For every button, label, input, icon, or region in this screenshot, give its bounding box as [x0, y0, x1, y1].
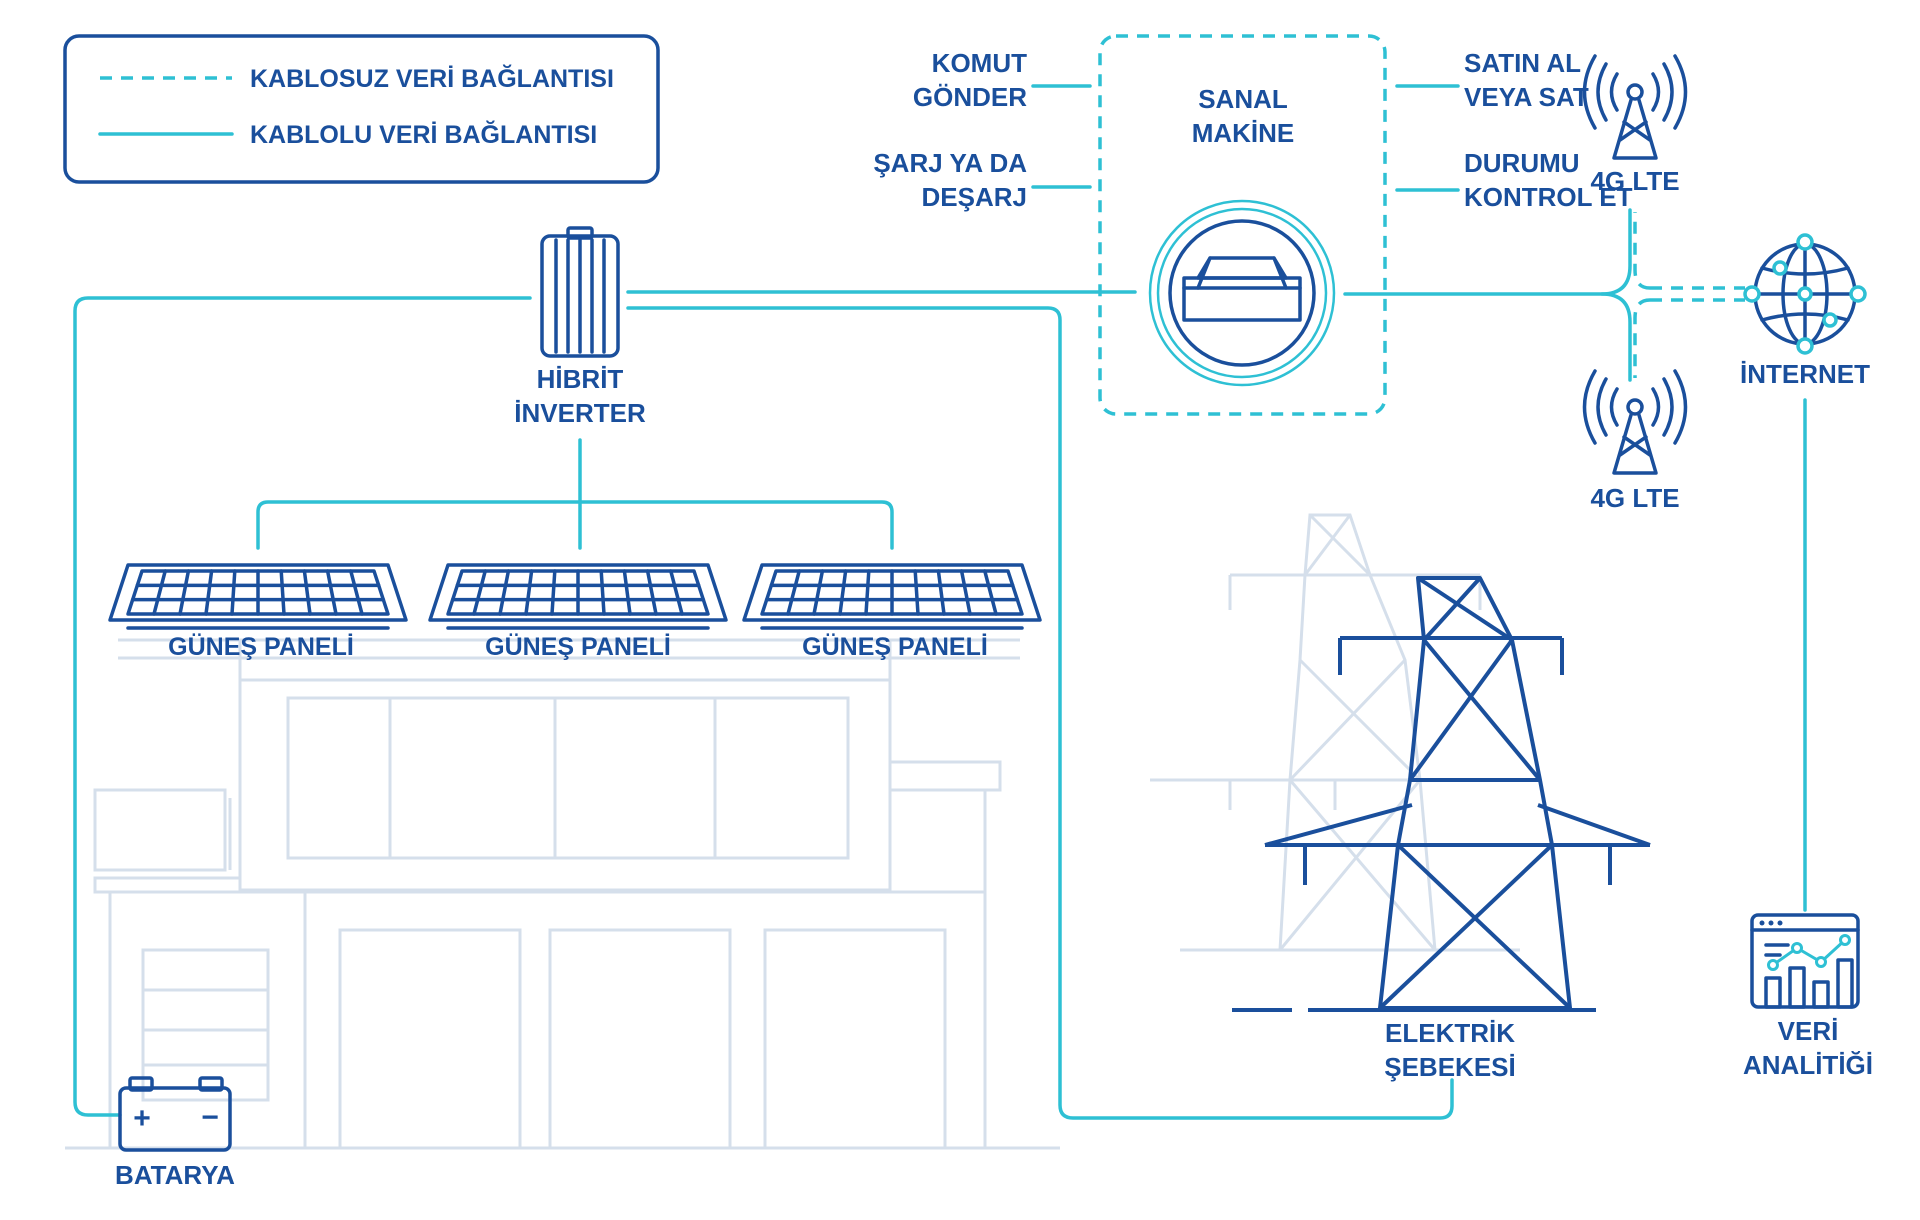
grid-label-line1: ELEKTRİK [1385, 1018, 1515, 1048]
inverter-label-line2: İNVERTER [514, 398, 646, 428]
vm-actions: KOMUT GÖNDER ŞARJ YA DA DEŞARJ SATIN AL … [873, 48, 1632, 212]
action-charge-line2: DEŞARJ [922, 182, 1027, 212]
lte-label: 4G LTE [1590, 483, 1679, 513]
server-icon [1182, 256, 1302, 322]
data-analytics: VERİ ANALİTİĞİ [1743, 913, 1873, 1080]
solar-panels [108, 563, 1042, 630]
action-check-status-line2: KONTROL ET [1464, 182, 1633, 212]
battery-label: BATARYA [115, 1160, 235, 1190]
action-send-command-line1: KOMUT [932, 48, 1027, 78]
vm-title-line1: SANAL [1198, 84, 1288, 114]
legend: KABLOSUZ VERİ BAĞLANTISI KABLOLU VERİ BA… [63, 34, 660, 184]
inverter-label-line1: HİBRİT [537, 364, 624, 394]
solar-panel-icon [428, 563, 728, 630]
hybrid-inverter: HİBRİT İNVERTER [514, 226, 646, 428]
cell-tower-icon [1582, 54, 1688, 160]
house-outline [65, 638, 1060, 1150]
action-buy-sell-line1: SATIN AL [1464, 48, 1581, 78]
transmission-tower-icon [1232, 576, 1651, 1012]
inverter-icon [540, 226, 620, 358]
action-charge-line1: ŞARJ YA DA [873, 148, 1027, 178]
action-check-status-line1: DURUMU [1464, 148, 1580, 178]
solar-panel-label: GÜNEŞ PANELİ [485, 632, 671, 661]
analytics-label-line1: VERİ [1778, 1016, 1839, 1046]
lte-tower-bottom: 4G LTE [1582, 369, 1688, 513]
lte-label: 4G LTE [1590, 166, 1679, 196]
battery-icon: + − [118, 1076, 232, 1152]
grid-label-line2: ŞEBEKESİ [1384, 1052, 1516, 1082]
vm-title-line2: MAKİNE [1192, 118, 1295, 148]
virtual-machine: SANAL MAKİNE [1148, 84, 1336, 387]
wired-connections [73, 84, 1807, 1120]
legend-wireless-label: KABLOSUZ VERİ BAĞLANTISI [250, 64, 614, 93]
battery-minus-sign: − [201, 1101, 219, 1134]
legend-wired-label: KABLOLU VERİ BAĞLANTISI [250, 120, 597, 149]
analytics-label-line2: ANALİTİĞİ [1743, 1050, 1873, 1080]
solar-panel-label: GÜNEŞ PANELİ [802, 632, 988, 661]
solar-panel-icon [742, 563, 1042, 630]
battery: + − BATARYA [115, 1076, 235, 1190]
action-buy-sell-line2: VEYA SAT [1464, 82, 1589, 112]
background-transmission-tower [1150, 513, 1530, 952]
analytics-dashboard-icon [1750, 913, 1860, 1009]
solar-panel-icon [108, 563, 408, 630]
globe-icon [1743, 233, 1867, 355]
cell-tower-icon [1582, 369, 1688, 475]
battery-plus-sign: + [133, 1102, 151, 1135]
solar-panel-label: GÜNEŞ PANELİ [168, 632, 354, 661]
lte-tower-top: 4G LTE [1582, 54, 1688, 196]
power-grid: ELEKTRİK ŞEBEKESİ [1232, 576, 1651, 1082]
action-send-command-line2: GÖNDER [913, 82, 1027, 112]
wireless-connections [1098, 34, 1745, 416]
internet: İNTERNET [1740, 233, 1870, 389]
internet-label: İNTERNET [1740, 359, 1870, 389]
